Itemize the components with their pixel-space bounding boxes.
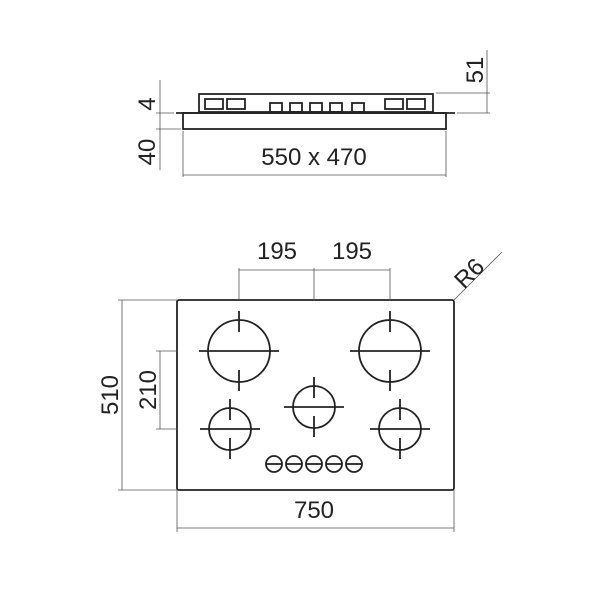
burner: [350, 311, 430, 391]
control-knob: [285, 455, 303, 473]
grate-bars: [204, 98, 426, 113]
burner-offset-label: 210: [135, 370, 162, 410]
burner-spacing-right-label: 195: [332, 238, 372, 265]
control-knob: [265, 455, 283, 473]
burner-spacing-left-label: 195: [257, 238, 297, 265]
burner: [200, 399, 260, 459]
corner-radius-label: R6: [449, 253, 490, 294]
side-view: 4 40 550 x 470 51: [134, 50, 490, 177]
control-knob: [345, 455, 363, 473]
hob-body: [182, 112, 447, 130]
depth-label: 510: [97, 375, 124, 415]
top-view: 195 195 R6 510 210 750: [97, 238, 503, 532]
body-depth-label: 40: [134, 139, 161, 166]
glass-top: [176, 299, 455, 491]
control-knob: [325, 455, 343, 473]
width-label: 750: [294, 497, 334, 524]
burner: [370, 399, 430, 459]
control-knob: [305, 455, 323, 473]
cutout-label: 550 x 470: [261, 144, 366, 171]
burner: [284, 377, 344, 437]
burner: [199, 311, 279, 391]
plate-thickness-label: 4: [134, 97, 161, 110]
total-height-label: 51: [462, 57, 489, 84]
